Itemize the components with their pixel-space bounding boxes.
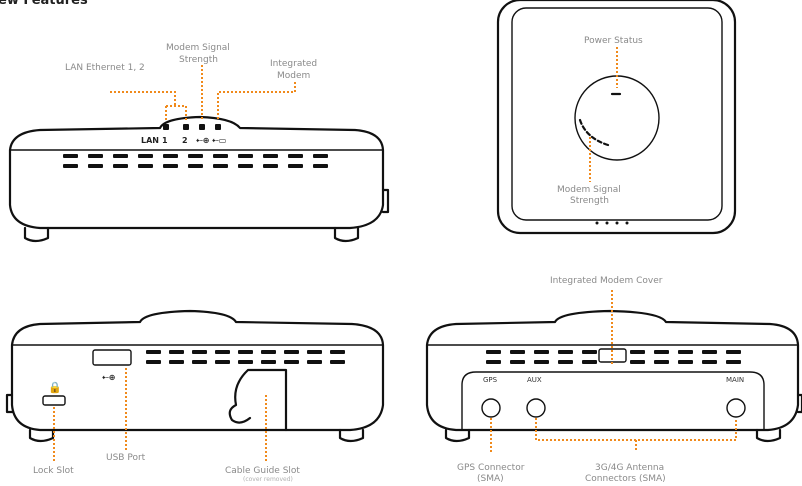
header-title: ew Features xyxy=(0,0,88,8)
front-foot-left xyxy=(23,226,50,243)
left-body xyxy=(10,309,385,432)
gps-callout-2: (SMA) xyxy=(477,474,504,484)
power-callout: Power Status xyxy=(584,36,643,46)
top-inner xyxy=(511,7,723,221)
cover-callout: Integrated Modem Cover xyxy=(550,276,663,286)
antenna-callout-1: 3G/4G Antenna xyxy=(595,463,664,473)
right-foot-1 xyxy=(444,428,471,443)
front-foot-right xyxy=(333,226,360,243)
left-foot-1 xyxy=(28,428,55,443)
lan-callout: LAN Ethernet 1, 2 xyxy=(65,63,145,73)
aux-port-label: AUX xyxy=(527,376,542,384)
gps-port-label: GPS xyxy=(483,376,498,384)
modem-callout-1: Integrated xyxy=(270,59,317,69)
left-foot-2 xyxy=(338,428,365,443)
integrated-modem-icon: ⇠▭ xyxy=(212,136,226,145)
right-foot-2 xyxy=(755,428,782,443)
front-side-tab xyxy=(381,188,390,214)
modem-leader xyxy=(217,82,296,120)
signal-arc xyxy=(578,118,610,147)
led-lan-2 xyxy=(183,124,189,130)
left-view: ⇠⊕ 🔒 Lock Slot USB Port Cable Guide Slot… xyxy=(5,309,385,483)
signal-callout-2: Strength xyxy=(179,55,218,65)
top-dial xyxy=(574,75,660,161)
usb-callout: USB Port xyxy=(106,453,146,463)
front-vents xyxy=(63,154,328,168)
antenna-callout-2: Connectors (SMA) xyxy=(585,474,666,484)
front-view: LAN 1 2 ⇠⊕ ⇠▭ LAN Ethernet 1, 2 Modem Si… xyxy=(8,43,390,243)
front-lan-text: LAN xyxy=(141,136,159,145)
led-lan-1 xyxy=(163,124,169,130)
top-signal-callout-2: Strength xyxy=(570,196,609,206)
top-outer xyxy=(496,0,737,235)
lan-leader xyxy=(110,91,187,120)
lock-slot xyxy=(42,395,66,406)
gps-connector xyxy=(481,398,501,418)
front-body xyxy=(8,115,385,230)
left-vents xyxy=(146,350,345,364)
antenna-leader xyxy=(535,418,737,452)
main-port-label: MAIN xyxy=(726,376,744,384)
gps-callout-1: GPS Connector xyxy=(457,463,525,473)
connector-panel xyxy=(461,371,765,430)
top-view: Power Status Modem Signal Strength xyxy=(496,0,737,235)
cable-guide-slot xyxy=(228,368,288,432)
cable-callout: Cable Guide Slot xyxy=(225,466,300,476)
main-connector xyxy=(726,398,746,418)
right-view: GPS AUX MAIN Integrated Modem Cover GPS … xyxy=(425,276,802,484)
led-signal xyxy=(199,124,205,130)
modem-callout-2: Modem xyxy=(277,71,310,81)
usb-modem-icon: ⇠⊕ xyxy=(196,136,209,145)
left-side-tab xyxy=(5,393,14,414)
lock-callout: Lock Slot xyxy=(33,466,74,476)
signal-callout-1: Modem Signal xyxy=(166,43,230,53)
front-two-text: 2 xyxy=(182,136,188,145)
top-dots xyxy=(595,221,629,225)
right-body xyxy=(425,309,800,432)
front-one-text: 1 xyxy=(162,136,168,145)
right-side-tab xyxy=(796,393,802,414)
lock-icon: 🔒 xyxy=(48,381,62,394)
top-signal-callout-1: Modem Signal xyxy=(557,185,621,195)
aux-connector xyxy=(526,398,546,418)
usb-icon: ⇠⊕ xyxy=(102,373,115,382)
led-modem xyxy=(215,124,221,130)
usb-port xyxy=(92,349,132,366)
cable-note: (cover removed) xyxy=(243,476,293,483)
right-vents xyxy=(486,350,741,364)
